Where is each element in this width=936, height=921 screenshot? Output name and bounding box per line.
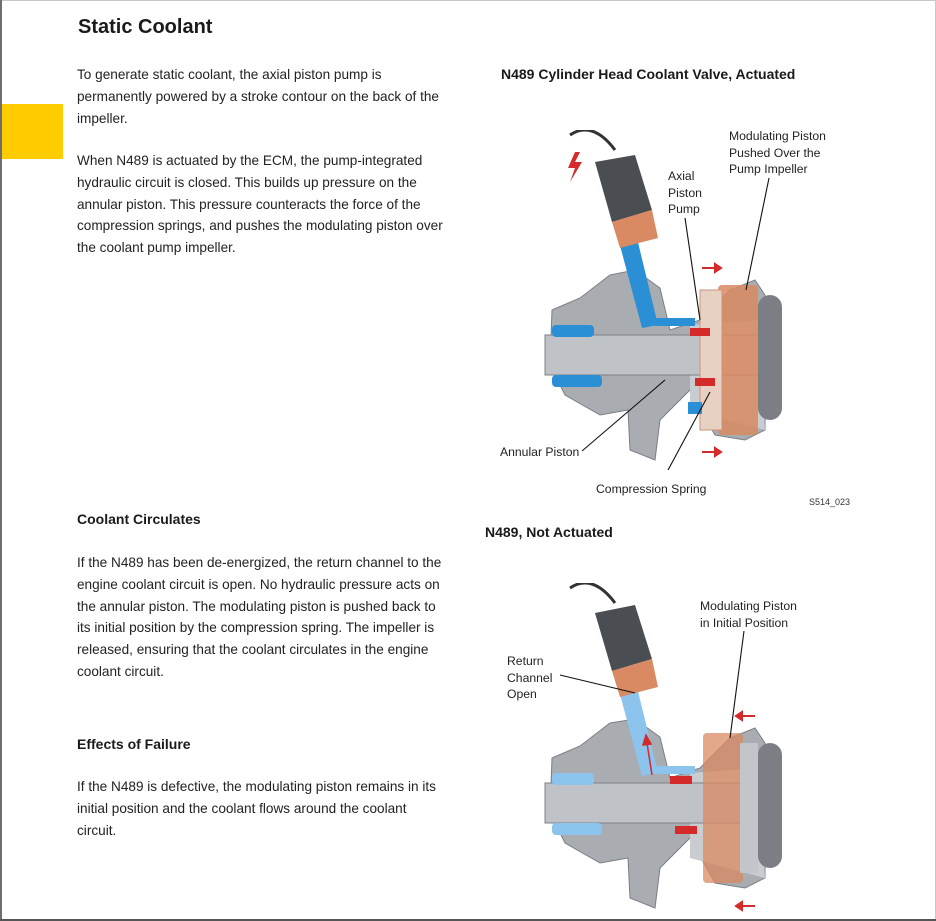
figure1-label-annular-piston: Annular Piston [500,445,580,459]
figure2-label-return-channel: Return Channel Open [507,654,553,701]
static-coolant-paragraph-1: To generate static coolant, the axial pi… [77,67,439,126]
figure1-impeller [699,285,782,435]
figure1-label-modulating-piston: Modulating Piston Pushed Over the Pump I… [729,129,826,176]
effects-of-failure-paragraph: If the N489 is defective, the modulating… [77,779,436,838]
figure2-impeller [703,733,782,883]
figure1-actuated-valve-diagram [544,130,782,470]
figure2-callout-lines [559,630,745,739]
figure2-title: N489, Not Actuated [485,524,613,540]
figure2-label-modulating-piston: Modulating Piston in Initial Position [700,599,797,630]
figure1-title: N489 Cylinder Head Coolant Valve, Actuat… [501,66,796,82]
figure-code: S514_023 [809,497,851,507]
figure1-lightning-bolt-icon [568,152,582,182]
figure2-spring-area [670,776,697,834]
coolant-circulates-heading: Coolant Circulates [77,511,201,527]
figure1-coolant-channels [552,234,702,414]
effects-of-failure-heading: Effects of Failure [77,736,191,752]
coolant-circulates-paragraph: If the N489 has been de-energized, the r… [77,555,442,679]
page-border-bottom [0,919,936,921]
figure1-label-compression-spring: Compression Spring [596,482,707,496]
figure2-solenoid-n489 [569,583,658,697]
figure1-force-arrow-icon [702,262,723,458]
page-border-top [0,0,936,1]
page-border-left [0,0,2,921]
figure1-label-axial-piston-pump: Axial Piston Pump [668,169,702,216]
figure1-pressure-area [690,328,715,386]
section-tab-marker [2,104,63,159]
figure2-not-actuated-valve-diagram [544,583,782,912]
figure2-return-flow-arrow [641,733,653,776]
figure2-force-arrow-icon [734,710,755,912]
static-coolant-paragraph-2: When N489 is actuated by the ECM, the pu… [77,153,443,256]
figure1-callout-lines [581,177,770,470]
figure1-solenoid-n489 [569,130,658,248]
page-title: Static Coolant [78,16,213,38]
